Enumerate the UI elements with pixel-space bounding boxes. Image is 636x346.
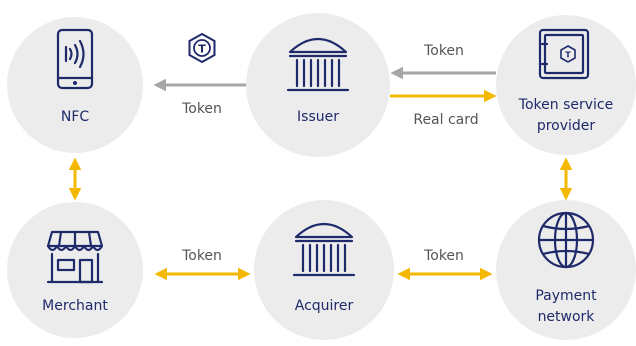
- token-service-provider-node: [496, 15, 636, 155]
- bank-building-icon: [286, 38, 350, 92]
- network-label-line1: Payment: [535, 288, 597, 304]
- network-label-line2: network: [538, 309, 596, 325]
- smartphone-nfc-icon: [56, 28, 94, 90]
- token-badge-icon: T: [188, 32, 216, 64]
- storefront-icon: [46, 230, 104, 284]
- nfc-label: NFC: [61, 109, 90, 125]
- issuer-label: Issuer: [297, 109, 339, 125]
- acquirer-network-label: Token: [423, 248, 464, 264]
- token-badge-letter: T: [198, 43, 206, 56]
- globe-icon: [537, 211, 595, 269]
- bank-building-icon: [292, 223, 356, 277]
- token-vault-icon: T: [538, 28, 590, 80]
- payment-network-node: [496, 200, 636, 340]
- issuer-to-nfc-label: Token: [181, 101, 222, 117]
- tsp-label-line1: Token service: [518, 97, 613, 113]
- issuer-to-tsp-label: Real card: [413, 112, 478, 128]
- tsp-label-line2: provider: [537, 118, 596, 134]
- merchant-acquirer-label: Token: [181, 248, 222, 264]
- acquirer-label: Acquirer: [295, 298, 354, 314]
- vault-token-letter: T: [565, 51, 571, 60]
- tsp-to-issuer-label: Token: [423, 43, 464, 59]
- merchant-label: Merchant: [42, 298, 108, 314]
